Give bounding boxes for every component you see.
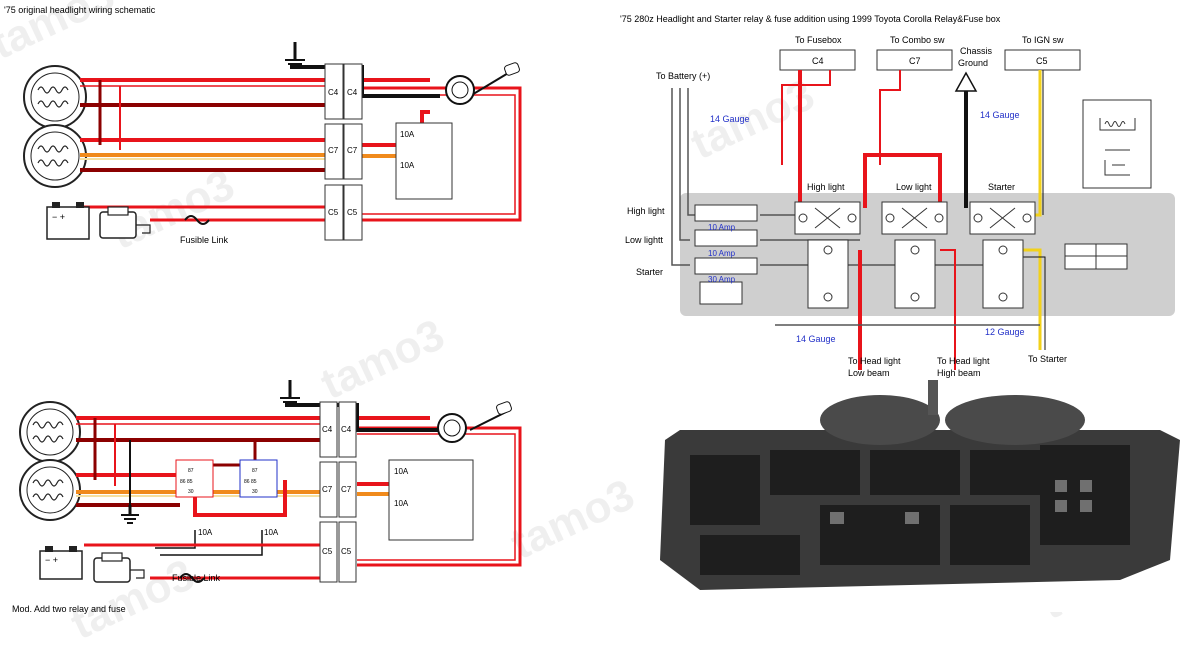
starter-motor-icon <box>93 552 145 583</box>
svg-text:30: 30 <box>188 489 194 495</box>
relay-box-schematic: '75 280z Headlight and Starter relay & f… <box>620 14 1175 378</box>
relay-label: High light <box>807 182 845 192</box>
fuse-rating: 10A <box>394 499 409 508</box>
connector-c7 <box>876 49 953 71</box>
ground-icon <box>280 380 300 407</box>
fuse-box <box>395 122 453 200</box>
gauge-label: 14 Gauge <box>796 334 836 344</box>
fuse-slot-label: Starter <box>636 267 663 277</box>
destination-label: To Head light <box>937 356 990 366</box>
fuse-rating: 10A <box>400 130 415 139</box>
battery-icon: − + <box>46 202 90 240</box>
spare-slot <box>1064 243 1128 270</box>
fuse-box <box>388 459 474 541</box>
relay-label: Low light <box>896 182 932 192</box>
destination-label: To Starter <box>1028 354 1067 364</box>
destination-label: To Head light <box>848 356 901 366</box>
relay-icon: 87 86 85 30 <box>239 459 278 498</box>
starter-motor-icon <box>99 206 151 239</box>
fuse-rating: 10A <box>264 528 279 537</box>
svg-text:− +: − + <box>52 212 65 222</box>
watermark-text: tamo3 <box>64 550 202 649</box>
connector-label: C7 <box>341 485 352 494</box>
gauge-label: 14 Gauge <box>980 110 1020 120</box>
relay-box-photo <box>655 380 1200 612</box>
connector-block: C4 C4 C7 C7 C5 C5 <box>324 63 363 241</box>
svg-text:87: 87 <box>252 468 258 474</box>
connector-label: C7 <box>909 56 921 66</box>
svg-text:− +: − + <box>45 555 58 565</box>
fusible-link-label: Fusible Link <box>172 573 221 583</box>
relay-icon: 87 86 85 30 <box>175 459 214 498</box>
connector-label: C4 <box>812 56 824 66</box>
fuse-slot <box>694 204 758 305</box>
fusible-link-icon <box>179 573 205 583</box>
relay-legend-icon <box>1082 99 1152 189</box>
fuse-rating: 10 Amp <box>708 249 736 258</box>
fuse-rating: 10A <box>400 161 415 170</box>
connector-label: C5 <box>322 547 333 556</box>
connector-c4 <box>779 49 856 71</box>
original-title: '75 original headlight wiring schematic <box>4 5 156 15</box>
connector-label: C4 <box>328 88 339 97</box>
watermark-text: tamo3 <box>314 310 452 409</box>
relay-slot <box>881 201 948 309</box>
connector-label: C4 <box>347 88 358 97</box>
connector-label: C5 <box>328 208 339 217</box>
connector-label: C7 <box>322 485 333 494</box>
chassis-ground-label: Chassis <box>960 46 993 56</box>
to-combo-label: To Combo sw <box>890 35 945 45</box>
destination-label: High beam <box>937 368 981 378</box>
modified-schematic: 87 86 85 30 87 86 85 30 10A 10A Fusible … <box>12 380 522 614</box>
original-wires <box>80 65 522 222</box>
relay-label: Starter <box>988 182 1015 192</box>
svg-text:86 85: 86 85 <box>180 479 193 485</box>
relaybox-title: '75 280z Headlight and Starter relay & f… <box>620 14 1001 24</box>
fuse-slot-label: High light <box>627 206 665 216</box>
combination-switch-icon <box>437 401 512 443</box>
headlight-icon <box>19 459 81 521</box>
svg-text:86 85: 86 85 <box>244 479 257 485</box>
to-battery-label: To Battery (+) <box>656 71 710 81</box>
connector-label: C7 <box>328 146 339 155</box>
fuse-slot-label: Low lightt <box>625 235 664 245</box>
fuse-rating: 10A <box>394 467 409 476</box>
connector-label: C5 <box>1036 56 1048 66</box>
chassis-ground-icon <box>954 71 978 92</box>
connector-label: C5 <box>347 208 358 217</box>
fusible-link-icon <box>184 215 210 225</box>
watermark-text: tamo3 <box>504 470 642 569</box>
combination-switch-icon <box>445 62 520 105</box>
ground-icon <box>285 42 305 69</box>
svg-text:30: 30 <box>252 489 258 495</box>
connector-label: C5 <box>341 547 352 556</box>
headlight-icon <box>19 401 81 463</box>
modified-title: Mod. Add two relay and fuse <box>12 604 126 614</box>
connector-label: C4 <box>341 425 352 434</box>
fuse-rating: 10 Amp <box>708 223 736 232</box>
chassis-ground-label: Ground <box>958 58 988 68</box>
connector-block: C4 C4 C7 C7 C5 C5 <box>319 401 357 583</box>
fusible-link-label: Fusible Link <box>180 235 229 245</box>
fuse-rating: 30 Amp <box>708 275 736 284</box>
relay-slot <box>794 201 861 309</box>
connector-label: C4 <box>322 425 333 434</box>
ground-icon <box>121 505 139 524</box>
svg-text:87: 87 <box>188 468 194 474</box>
to-fusebox-label: To Fusebox <box>795 35 842 45</box>
to-ign-label: To IGN sw <box>1022 35 1064 45</box>
relay-slot <box>969 201 1036 309</box>
original-schematic: '75 original headlight wiring schematic <box>4 5 522 245</box>
battery-icon: − + <box>39 546 83 580</box>
connector-label: C7 <box>347 146 358 155</box>
gauge-label: 14 Gauge <box>710 114 750 124</box>
fuse-rating: 10A <box>198 528 213 537</box>
headlight-icon <box>23 65 87 129</box>
gauge-label: 12 Gauge <box>985 327 1025 337</box>
headlight-icon <box>23 124 87 188</box>
destination-label: Low beam <box>848 368 890 378</box>
